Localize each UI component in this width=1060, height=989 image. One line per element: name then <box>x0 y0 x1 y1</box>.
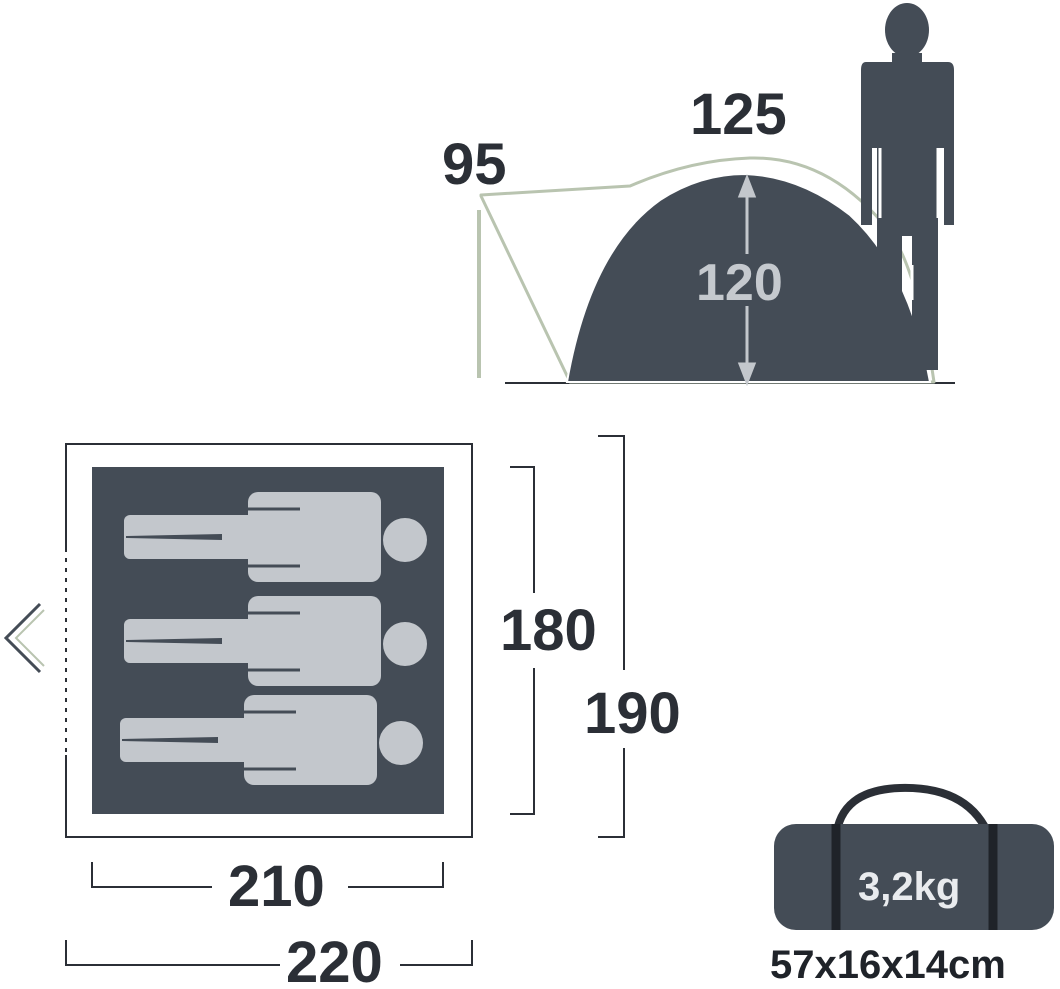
side-view: 95 125 120 <box>442 3 955 387</box>
bag-weight-label: 3,2kg <box>858 865 960 909</box>
bag-dimensions-label: 57x16x14cm <box>770 943 1006 987</box>
inner-depth-label: 180 <box>500 598 597 663</box>
outer-depth-label: 190 <box>584 681 681 746</box>
entrance-arrow-icon <box>3 602 45 674</box>
outer-depth-bracket <box>598 435 625 838</box>
inner-width-bracket <box>91 862 444 888</box>
inner-width-label: 210 <box>228 854 325 919</box>
outer-width-label: 220 <box>286 930 383 989</box>
inner-depth-bracket <box>510 466 535 815</box>
carry-bag-icon <box>774 824 1054 930</box>
inner-height-label: 120 <box>696 254 783 312</box>
awning-height-label: 95 <box>442 132 507 197</box>
carry-bag: 3,2kg 57x16x14cm <box>770 783 1054 987</box>
bag-handle <box>832 783 994 840</box>
inner-height-label-backing <box>700 254 794 306</box>
total-height-label: 125 <box>690 82 787 147</box>
outer-width-bracket <box>65 940 473 966</box>
person-silhouette-icon <box>861 3 954 370</box>
floor-plan: 180 190 210 220 <box>3 435 681 989</box>
